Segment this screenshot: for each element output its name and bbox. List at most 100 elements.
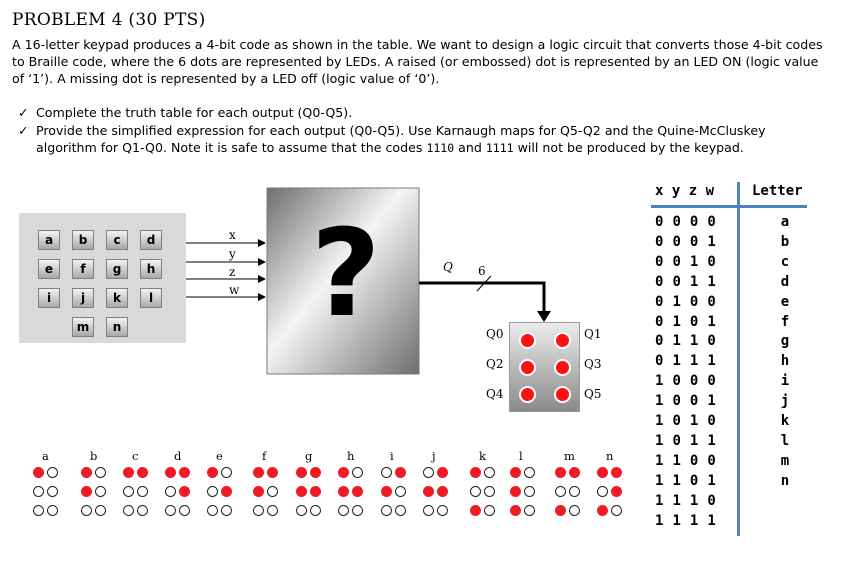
output-label-q3: Q3 bbox=[584, 357, 602, 371]
braille-dot-1 bbox=[296, 467, 307, 478]
keypad-key-f[interactable]: f bbox=[72, 259, 94, 279]
task-text-2: Provide the simplified expression for ea… bbox=[36, 123, 766, 155]
led-q3 bbox=[554, 359, 571, 376]
braille-dot-5 bbox=[470, 505, 481, 516]
table-row-code: 0 0 0 0 bbox=[655, 214, 717, 230]
output-label-q2: Q2 bbox=[486, 357, 504, 371]
braille-dot-5 bbox=[253, 505, 264, 516]
table-row-letter: c bbox=[780, 253, 790, 270]
keypad-key-i[interactable]: i bbox=[38, 288, 60, 308]
braille-dot-3 bbox=[33, 486, 44, 497]
input-label-z: z bbox=[229, 265, 236, 279]
braille-dot-4 bbox=[395, 486, 406, 497]
keypad-key-h[interactable]: h bbox=[140, 259, 162, 279]
braille-dot-3 bbox=[555, 486, 566, 497]
braille-dot-3 bbox=[253, 486, 264, 497]
table-row-code: 1 0 0 0 bbox=[655, 373, 717, 390]
braille-letter-label: d bbox=[174, 449, 182, 463]
braille-dot-1 bbox=[165, 467, 176, 478]
braille-letter-label: f bbox=[262, 449, 267, 463]
braille-dot-6 bbox=[267, 505, 278, 516]
braille-letter-label: c bbox=[132, 449, 139, 463]
braille-dot-6 bbox=[95, 505, 106, 516]
table-row-code: 1 1 0 0 bbox=[655, 452, 717, 469]
braille-dot-1 bbox=[123, 467, 134, 478]
braille-dot-3 bbox=[296, 486, 307, 497]
braille-dot-6 bbox=[395, 505, 406, 516]
keypad-key-a[interactable]: a bbox=[38, 230, 60, 250]
braille-dot-1 bbox=[253, 467, 264, 478]
led-q5 bbox=[554, 386, 571, 403]
keypad-key-e[interactable]: e bbox=[38, 259, 60, 279]
braille-dot-2 bbox=[569, 467, 580, 478]
braille-letter-label: l bbox=[519, 449, 523, 463]
table-row-code: 0 1 0 0 bbox=[655, 293, 717, 310]
table-row-letter: h bbox=[780, 353, 790, 370]
braille-dot-4 bbox=[137, 486, 148, 497]
bus-slash bbox=[476, 275, 492, 292]
keypad-key-n[interactable]: n bbox=[106, 317, 128, 337]
unknown-circuit-symbol: ? bbox=[311, 205, 381, 344]
braille-dot-1 bbox=[33, 467, 44, 478]
keypad-key-j[interactable]: j bbox=[72, 288, 94, 308]
braille-dot-5 bbox=[123, 505, 134, 516]
input-label-x: x bbox=[229, 228, 236, 242]
table-row-code: 1 1 1 1 bbox=[655, 512, 717, 529]
braille-letter-label: e bbox=[216, 449, 223, 463]
braille-dot-2 bbox=[395, 467, 406, 478]
task-text-1: Complete the truth table for each output… bbox=[36, 105, 353, 120]
braille-dot-4 bbox=[221, 486, 232, 497]
braille-dot-6 bbox=[437, 505, 448, 516]
input-wires bbox=[186, 239, 266, 301]
braille-letter-label: h bbox=[347, 449, 355, 463]
table-row-letter: a bbox=[780, 214, 790, 230]
braille-dot-5 bbox=[81, 505, 92, 516]
braille-dot-5 bbox=[165, 505, 176, 516]
braille-dot-4 bbox=[524, 486, 535, 497]
table-row-code: 1 1 0 1 bbox=[655, 472, 717, 489]
table-row-code: 0 0 0 1 bbox=[655, 233, 717, 250]
table-column-divider bbox=[737, 182, 740, 536]
braille-dot-3 bbox=[338, 486, 349, 497]
keypad-key-m[interactable]: m bbox=[72, 317, 94, 337]
braille-dot-5 bbox=[597, 505, 608, 516]
output-label-q4: Q4 bbox=[486, 387, 504, 401]
output-label-q1: Q1 bbox=[584, 327, 602, 341]
table-row-code: 1 0 0 1 bbox=[655, 393, 717, 410]
led-q2 bbox=[519, 359, 536, 376]
keypad-key-g[interactable]: g bbox=[106, 259, 128, 279]
table-header-inputs: x y z w bbox=[655, 183, 715, 199]
braille-dot-6 bbox=[179, 505, 190, 516]
table-header-letter: Letter bbox=[752, 183, 803, 199]
braille-dot-4 bbox=[95, 486, 106, 497]
braille-dot-5 bbox=[510, 505, 521, 516]
table-row-letter: m bbox=[780, 452, 790, 469]
keypad-key-k[interactable]: k bbox=[106, 288, 128, 308]
table-row-letter: g bbox=[780, 333, 790, 350]
braille-dot-4 bbox=[267, 486, 278, 497]
checkmark-icon: ✓ bbox=[18, 105, 29, 120]
table-row-letter: f bbox=[780, 313, 790, 330]
keypad: a b c d e f g h i j k l m n bbox=[19, 213, 186, 343]
table-row-code: 1 0 1 1 bbox=[655, 432, 717, 449]
braille-dot-2 bbox=[310, 467, 321, 478]
braille-dot-1 bbox=[470, 467, 481, 478]
table-header-divider bbox=[651, 205, 807, 208]
table-row-letter: n bbox=[780, 472, 790, 489]
braille-dot-4 bbox=[310, 486, 321, 497]
braille-dot-1 bbox=[338, 467, 349, 478]
led-q1 bbox=[554, 332, 571, 349]
braille-dot-4 bbox=[569, 486, 580, 497]
keypad-key-l[interactable]: l bbox=[140, 288, 162, 308]
braille-letter-label: j bbox=[432, 449, 436, 463]
keypad-key-d[interactable]: d bbox=[140, 230, 162, 250]
braille-dot-1 bbox=[597, 467, 608, 478]
keypad-key-b[interactable]: b bbox=[72, 230, 94, 250]
table-row-letter: i bbox=[780, 373, 790, 390]
keypad-key-c[interactable]: c bbox=[106, 230, 128, 250]
braille-dot-2 bbox=[611, 467, 622, 478]
braille-dot-2 bbox=[484, 467, 495, 478]
braille-dot-1 bbox=[381, 467, 392, 478]
table-row-letter: d bbox=[780, 273, 790, 290]
